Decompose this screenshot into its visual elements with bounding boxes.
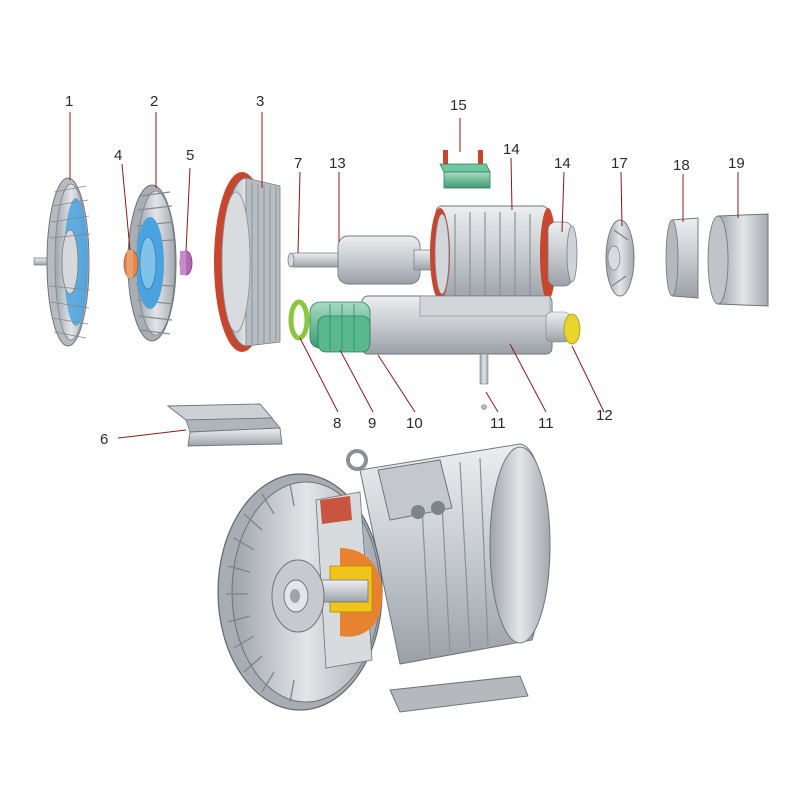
callout-18: 18: [673, 157, 690, 174]
callout-12: 12: [596, 407, 613, 424]
part-18-fan-cover: [665, 217, 699, 299]
part-12-yellow-cap: [545, 311, 581, 345]
callout-11-a: 11: [490, 415, 506, 432]
part-17-fan: [605, 219, 635, 297]
part-10-stator-base: [361, 295, 553, 355]
callout-4: 4: [114, 147, 122, 164]
callout-13: 13: [329, 155, 346, 172]
callout-14-a: 14: [503, 141, 520, 158]
callout-1: 1: [65, 93, 73, 110]
callout-6: 6: [100, 431, 108, 448]
callout-2: 2: [150, 93, 158, 110]
part-8-green-ring: [288, 299, 310, 341]
callout-7: 7: [294, 155, 302, 172]
part-6-bracket: [166, 403, 283, 447]
part-11-shaft-pin: [479, 353, 489, 410]
part-1-cover-plate: [33, 177, 91, 347]
callout-labels: 1 2 3 4 5 6 7 8 9 10 11 11 12 13 14 14 1…: [65, 93, 745, 448]
callout-9: 9: [368, 415, 376, 432]
part-9-green-rotor: [309, 301, 371, 353]
part-2-impeller: [127, 184, 177, 342]
assembled-blower: [217, 443, 551, 713]
callout-8: 8: [333, 415, 341, 432]
part-14-motor: [430, 205, 578, 303]
callout-5: 5: [186, 147, 194, 164]
part-13-rotor: [337, 235, 441, 285]
callout-3: 3: [256, 93, 264, 110]
callout-10: 10: [406, 415, 423, 432]
callout-19: 19: [728, 155, 745, 172]
part-5-bushing: [179, 250, 193, 276]
part-15-terminal-block: [439, 150, 491, 189]
callout-14-b: 14: [554, 155, 571, 172]
callout-11-b: 11: [538, 415, 554, 432]
part-4-bearing: [123, 249, 139, 279]
part-19-end-cap: [707, 213, 769, 307]
leader-lines: [69, 112, 739, 439]
callout-15: 15: [450, 97, 467, 114]
part-3-housing: [214, 172, 281, 352]
callout-17: 17: [611, 155, 628, 172]
